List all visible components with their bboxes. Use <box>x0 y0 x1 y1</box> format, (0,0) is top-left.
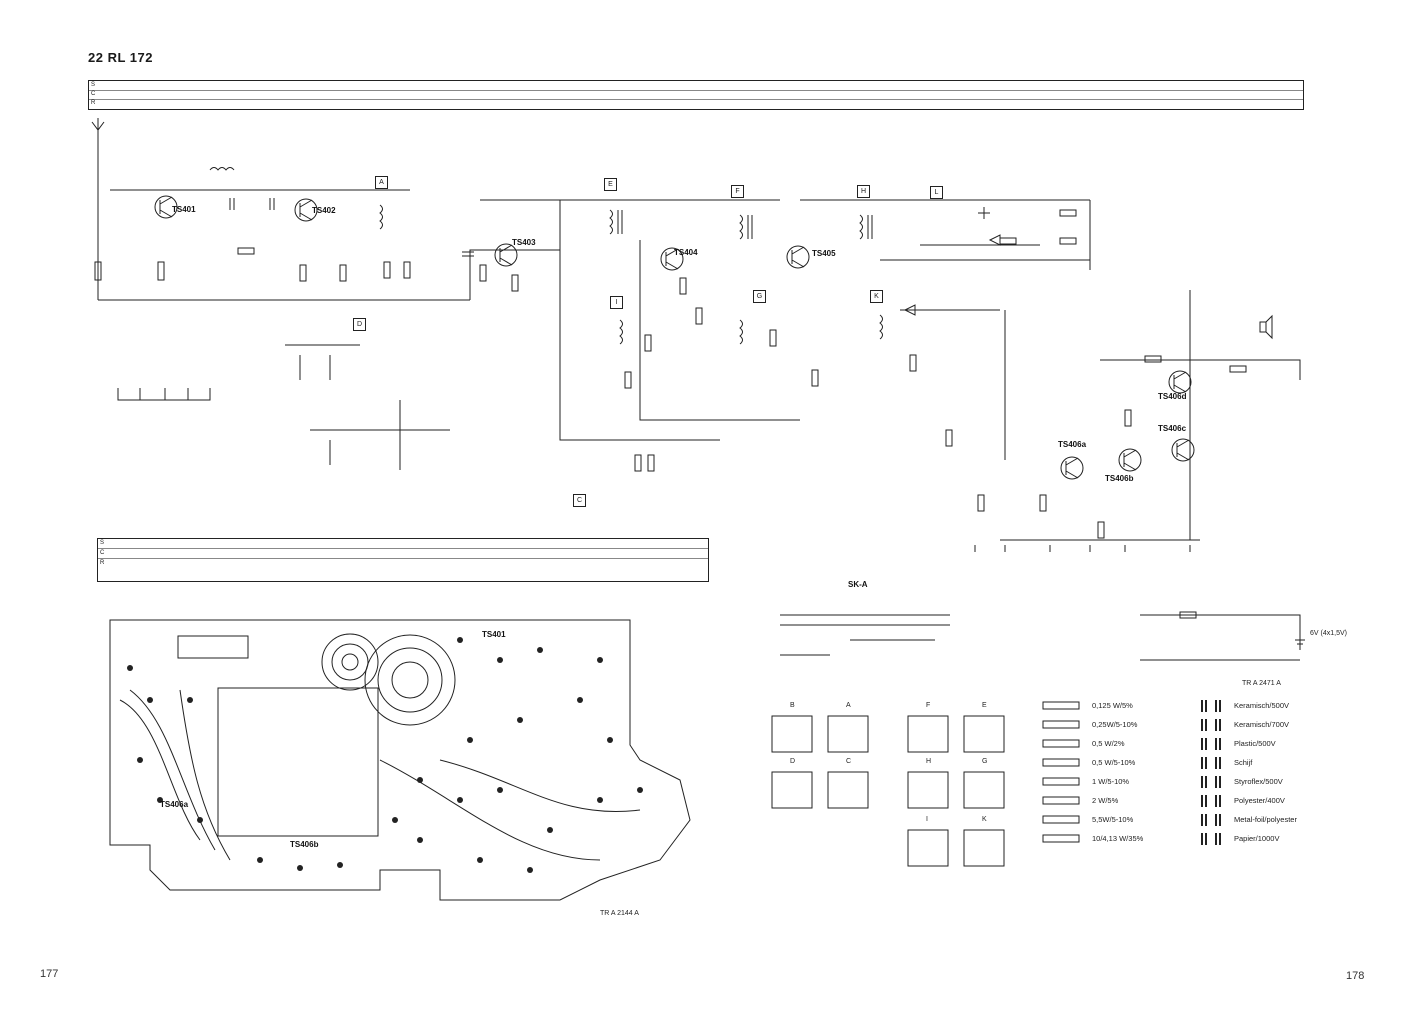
switch-label: SK-A <box>848 580 868 589</box>
strip-key: C <box>100 550 105 556</box>
transistor-label: TS406b <box>1105 474 1134 483</box>
pcb-transistor-label: TS406a <box>160 800 189 809</box>
transistor-label: TS406d <box>1158 392 1187 401</box>
coil-label: H <box>926 758 932 765</box>
box-label-e: E <box>604 178 617 191</box>
box-label-c: C <box>573 494 586 507</box>
resistor-legend-item: 2 W/5% <box>1092 796 1119 805</box>
box-label-l: L <box>930 186 943 199</box>
box-label-d: D <box>353 318 366 331</box>
box-label-f: F <box>731 185 744 198</box>
strip-key: R <box>100 560 105 566</box>
coil-label: K <box>982 816 987 823</box>
top-reference-strip: S C R <box>88 80 1304 110</box>
transistor-label: TS402 <box>312 206 336 215</box>
drawing-reference: TR A 2471 A <box>1242 680 1281 687</box>
resistor-legend-item: 5,5W/5-10% <box>1092 815 1134 824</box>
transistor-label: TS404 <box>674 248 698 257</box>
capacitor-legend-item: Plastic/500V <box>1234 739 1276 748</box>
capacitor-legend-item: Papier/1000V <box>1234 834 1280 843</box>
resistor-legend-item: 1 W/5-10% <box>1092 777 1130 786</box>
resistor-legend-item: 0,5 W/2% <box>1092 739 1125 748</box>
coil-label: A <box>846 702 851 709</box>
coil-label: D <box>790 758 796 765</box>
capacitor-legend-item: Metal-foil/polyester <box>1234 815 1297 824</box>
coil-label: B <box>790 702 795 709</box>
box-label-g: G <box>753 290 766 303</box>
box-label-i: I <box>610 296 623 309</box>
resistor-legend-item: 0,125 W/5% <box>1092 701 1133 710</box>
capacitor-legend-item: Keramisch/500V <box>1234 701 1290 710</box>
resistor-legend-item: 0,25W/5-10% <box>1092 720 1138 729</box>
capacitor-legend-item: Styroflex/500V <box>1234 777 1283 786</box>
coil-label: I <box>926 816 928 823</box>
strip-key: S <box>100 540 105 546</box>
bottom-reference-strip: S C R <box>97 538 709 582</box>
coil-label: F <box>926 702 931 709</box>
resistor-legend-item: 0,5 W/5-10% <box>1092 758 1136 767</box>
pcb-transistor-label: TS406b <box>290 840 319 849</box>
coil-label: G <box>982 758 988 765</box>
box-label-h: H <box>857 185 870 198</box>
model-title: 22 RL 172 <box>88 50 153 65</box>
resistor-legend-item: 10/4,13 W/35% <box>1092 834 1144 843</box>
transistor-label: TS406a <box>1058 440 1087 449</box>
page-number-right: 178 <box>1346 970 1365 982</box>
page-number-left: 177 <box>40 968 59 980</box>
transistor-label: TS406c <box>1158 424 1187 433</box>
coil-label: E <box>982 702 987 709</box>
pcb-transistor-label: TS401 <box>482 630 506 639</box>
transistor-label: TS403 <box>512 238 536 247</box>
transistor-label: TS401 <box>172 205 196 214</box>
capacitor-legend-item: Keramisch/700V <box>1234 720 1290 729</box>
drawing-reference: TR A 2144 A <box>600 910 639 917</box>
box-label-k: K <box>870 290 883 303</box>
capacitor-legend-item: Polyester/400V <box>1234 796 1285 805</box>
strip-key: R <box>91 100 96 106</box>
strip-key: S <box>91 82 96 88</box>
coil-label: C <box>846 758 852 765</box>
box-label-a: A <box>375 176 388 189</box>
capacitor-legend-item: Schijf <box>1234 758 1253 767</box>
transistor-label: TS405 <box>812 249 836 258</box>
strip-key: C <box>91 91 96 97</box>
battery-label: 6V (4x1,5V) <box>1310 630 1347 637</box>
